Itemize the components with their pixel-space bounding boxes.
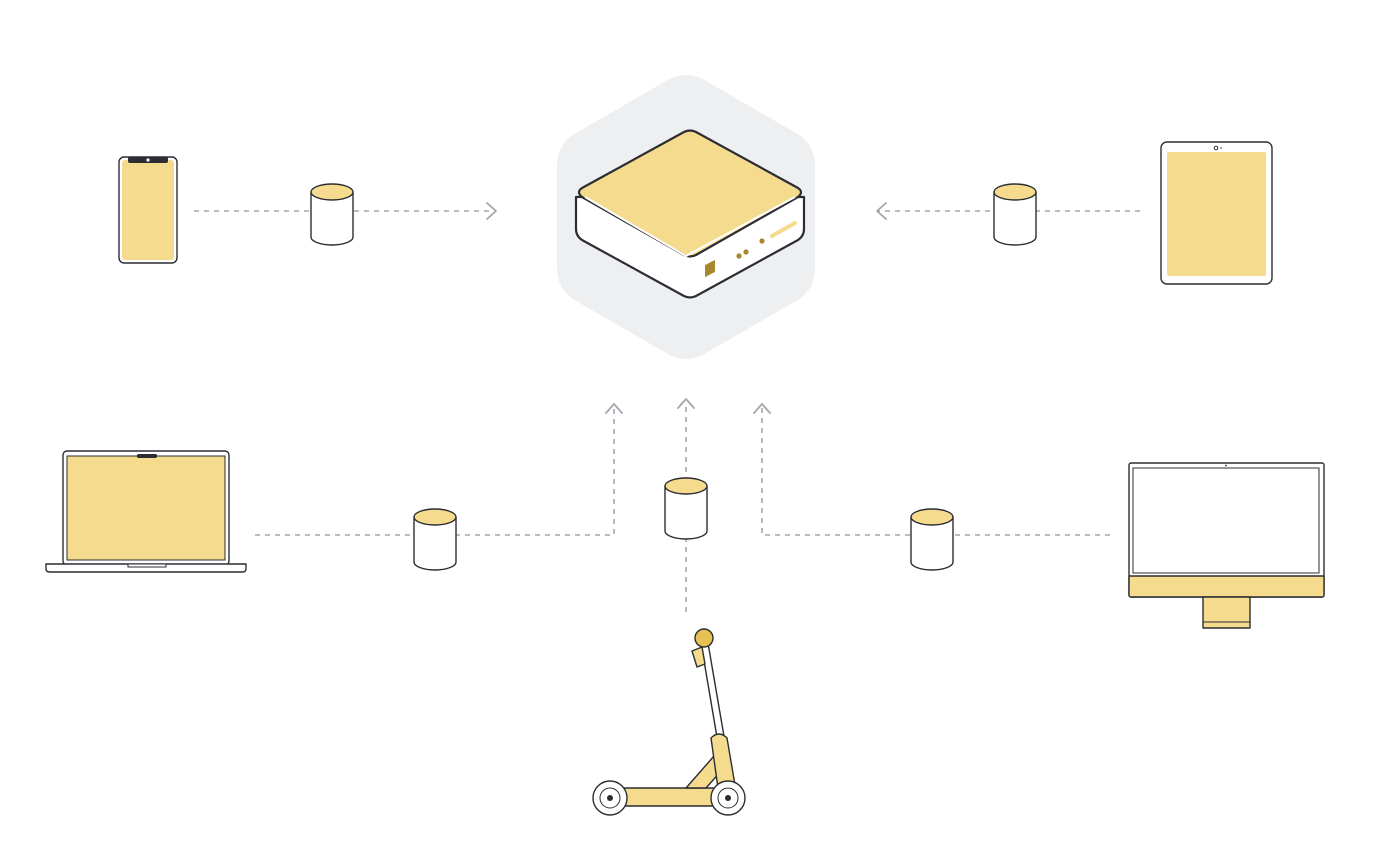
arrow-left-icon [876,202,887,220]
edge-desktop-hub [753,403,1110,536]
database-cylinder-icon [413,508,457,571]
database-cylinder-icon [310,183,354,246]
database-cylinder-icon [664,477,708,540]
wheel-icon [592,780,628,816]
tablet-icon [1160,141,1273,285]
database-cylinder-icon [993,183,1037,246]
arrow-up-icon [677,398,695,409]
kick-scooter-icon [592,628,746,816]
arrow-up-icon [753,403,771,414]
wheel-icon [710,780,746,816]
smartphone-icon [118,156,178,264]
edge-laptop-hub [255,403,623,536]
router-hub-icon [574,129,806,299]
arrow-right-icon [486,202,497,220]
desktop-monitor-icon [1128,462,1325,629]
hub-node [557,75,815,359]
laptop-icon [45,450,247,573]
database-cylinder-icon [910,508,954,571]
arrow-up-icon [605,403,623,414]
